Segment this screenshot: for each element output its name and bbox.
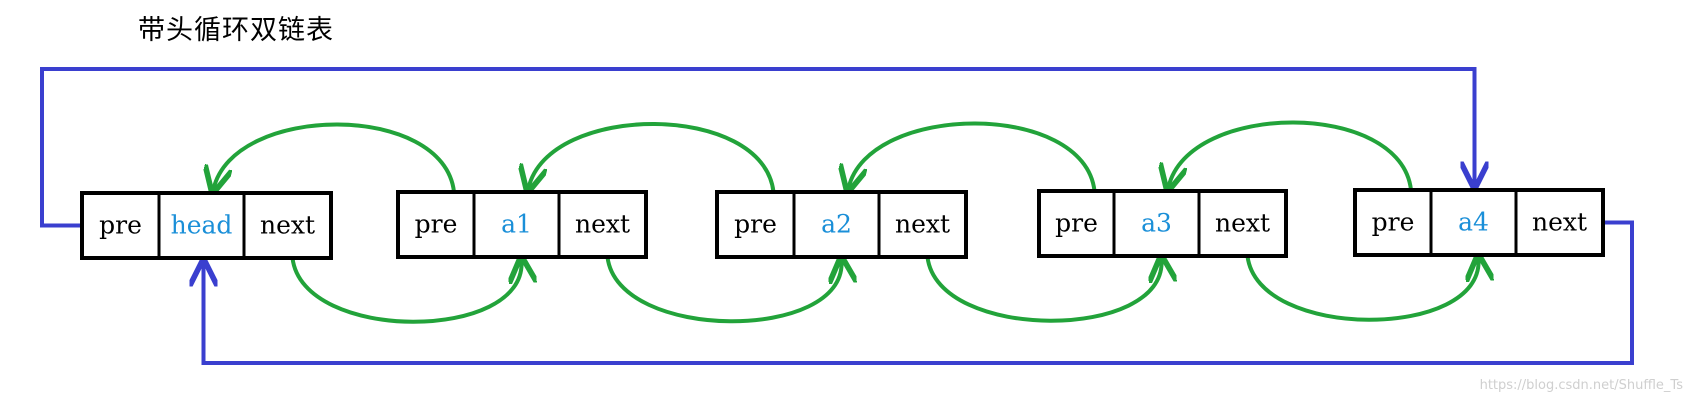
pre-field-label: pre xyxy=(1372,208,1415,237)
pre-field-label: pre xyxy=(99,211,142,240)
links-layer xyxy=(40,67,1634,365)
next-field-label: next xyxy=(1215,209,1270,238)
list-node: pre a2 next xyxy=(715,190,968,259)
node-box xyxy=(80,191,333,260)
node-box xyxy=(715,190,968,259)
next-pointer-arrow xyxy=(605,257,842,324)
next-pointer-arrow xyxy=(290,258,522,324)
tail-next-to-head-arrow xyxy=(204,220,1634,365)
node-box xyxy=(1037,189,1288,258)
node-value-label: head xyxy=(171,211,233,240)
next-pointer-arrow xyxy=(925,257,1162,323)
next-field-label: next xyxy=(575,210,630,239)
list-node: pre a3 next xyxy=(1037,189,1288,258)
prev-pointer-arrow xyxy=(529,122,776,192)
prev-pointer-arrow xyxy=(214,122,456,192)
prev-pointer-arrow xyxy=(849,121,1097,191)
pre-field-label: pre xyxy=(1055,209,1098,238)
pre-field-label: pre xyxy=(734,210,777,239)
page-title: 带头循环双链表 xyxy=(138,15,334,46)
node-value-label: a3 xyxy=(1141,209,1172,238)
next-field-label: next xyxy=(260,211,315,240)
node-value-label: a4 xyxy=(1458,208,1489,237)
next-field-label: next xyxy=(895,210,950,239)
node-value-label: a2 xyxy=(821,210,852,239)
prev-pointer-arrow xyxy=(1169,120,1413,190)
next-pointer-arrow xyxy=(1245,256,1479,322)
watermark: https://blog.csdn.net/Shuffle_Ts xyxy=(1479,378,1683,393)
list-node: pre a4 next xyxy=(1353,188,1605,257)
list-node: pre a1 next xyxy=(396,190,648,259)
node-box xyxy=(1353,188,1605,257)
head-prev-to-tail-arrow xyxy=(40,67,1475,228)
node-value-label: a1 xyxy=(501,210,532,239)
next-field-label: next xyxy=(1532,208,1587,237)
node-box xyxy=(396,190,648,259)
pre-field-label: pre xyxy=(415,210,458,239)
